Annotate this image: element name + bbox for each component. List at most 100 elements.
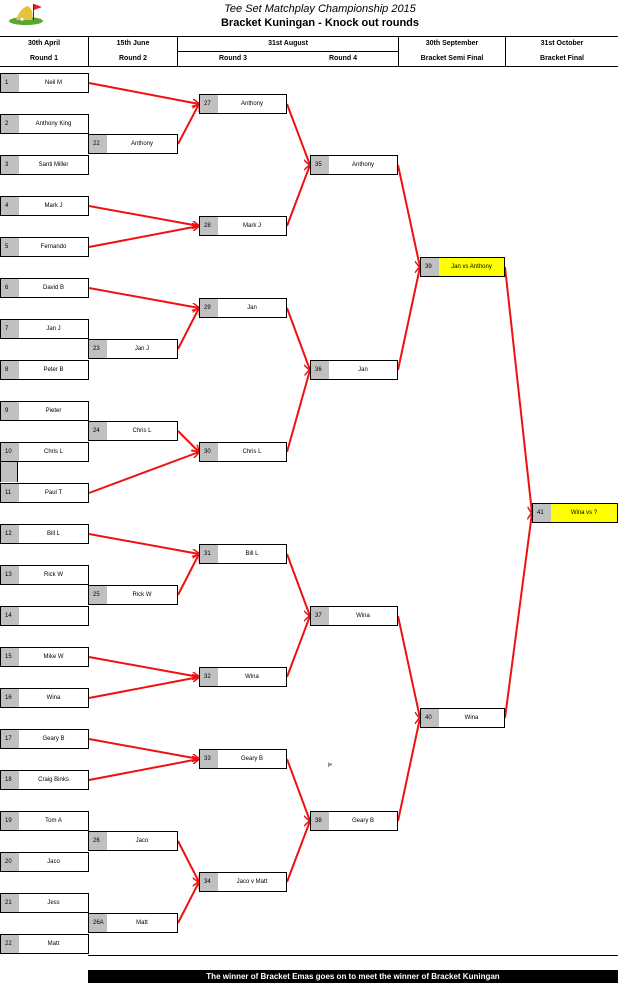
match-box-19[interactable]: 19 Tom A [0, 811, 89, 831]
match-number: 21 [1, 894, 19, 912]
advance-arrow [88, 82, 199, 104]
match-number: 15 [1, 648, 19, 666]
match-box-16[interactable]: 16 Wina [0, 688, 89, 708]
match-number: 19 [1, 812, 19, 830]
match-number: 8 [1, 361, 19, 379]
advance-arrow [286, 103, 310, 165]
semi-name: Bracket Semi Final [420, 55, 484, 62]
r3-box-28[interactable]: 28 Mark J [199, 216, 287, 236]
player-name: Wina [46, 695, 61, 701]
match-number: 39 [421, 258, 439, 276]
match-number: 11 [1, 484, 19, 502]
match-number: 9 [1, 402, 19, 420]
page-subtitle: Bracket Kuningan - Knock out rounds [220, 17, 419, 29]
advance-arrow [286, 616, 310, 678]
advance-arrow [88, 533, 199, 554]
player-name: Matt [136, 920, 148, 926]
player-name: Geary B [240, 756, 263, 762]
match-number: 28 [200, 217, 218, 235]
player-name [19, 607, 88, 625]
round4-name: Round 4 [329, 55, 357, 62]
match-number: 5 [1, 238, 19, 256]
player-name: Paul T [44, 490, 63, 496]
page-title: Tee Set Matchplay Championship 2015 [224, 3, 416, 15]
match-number: 4 [1, 197, 19, 215]
match-number: 37 [311, 607, 329, 625]
advance-arrow [177, 882, 199, 924]
player-name: Mark J [243, 223, 261, 229]
player-name: Rick W [44, 572, 63, 578]
match-box-4[interactable]: 4 Mark J [0, 196, 89, 216]
match-number: 10 [1, 443, 19, 461]
match-box-5[interactable]: 5 Fernando [0, 237, 89, 257]
match-number: 16 [1, 689, 19, 707]
round2-header: 15th June Round 2 [88, 37, 177, 66]
player-name: Fernando [40, 244, 67, 250]
player-name: Neil M [44, 80, 62, 86]
player-name: Wina vs ? [551, 504, 617, 522]
advance-arrow [286, 553, 310, 616]
stray-text: je [328, 762, 332, 768]
match-box-11[interactable]: 11 Paul T [0, 483, 89, 503]
match-box-14[interactable]: 14 [0, 606, 89, 626]
r3-box-34[interactable]: 34 Jaco v Matt [199, 872, 287, 892]
round34-header: 31st August Round 3 Round 4 [177, 37, 399, 66]
player-name: Jaco [135, 838, 149, 844]
player-name: Chris L [132, 428, 152, 434]
round1-header: 30th April Round 1 [0, 37, 88, 66]
player-name: Mark J [44, 203, 63, 209]
match-number: 38 [311, 812, 329, 830]
final-date: 31st October [540, 40, 584, 47]
player-name: Jan J [46, 326, 61, 332]
semi-header: 30th September Bracket Semi Final [398, 37, 505, 66]
match-number: 41 [533, 504, 551, 522]
advance-arrow [88, 677, 199, 699]
final-name: Bracket Final [540, 55, 584, 62]
advance-arrow [88, 759, 199, 781]
player-name: Jan [358, 367, 368, 373]
player-name: Anthony King [35, 121, 72, 127]
match-number: 13 [1, 566, 19, 584]
round2-date: 15th June [116, 40, 150, 47]
match-number: 6 [1, 279, 19, 297]
match-number: 34 [200, 873, 218, 891]
match-box-13[interactable]: 13 Rick W [0, 565, 89, 585]
player-name: Jaco v Matt [236, 879, 268, 885]
advance-arrow [397, 615, 420, 718]
player-name: Tom A [45, 818, 62, 824]
